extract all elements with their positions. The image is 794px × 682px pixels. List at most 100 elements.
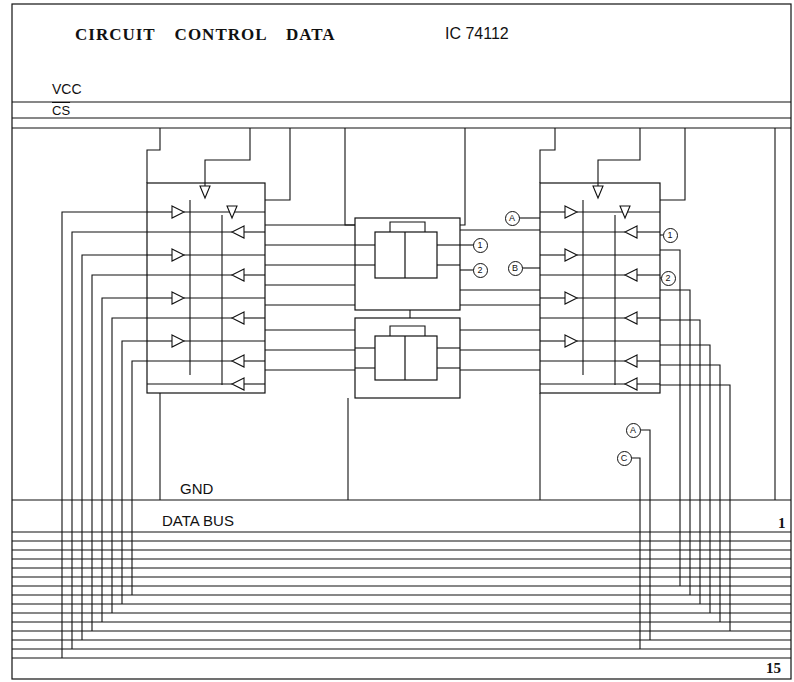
buffer-symbols: [232, 378, 244, 390]
internal-wires: [355, 244, 375, 245]
signal-name: GND: [180, 481, 213, 496]
signal-wires: [521, 267, 540, 268]
signal-wires: [62, 212, 730, 658]
ground-and-bus: [12, 576, 791, 577]
signal-wires: [122, 341, 147, 604]
signal-name: CS: [52, 104, 70, 117]
part-number: IC 74112: [445, 26, 509, 42]
buffer-symbols: [625, 226, 637, 238]
internal-wires: [390, 326, 425, 336]
buffer-symbols: [625, 269, 637, 281]
signal-wires: [460, 244, 474, 245]
signal-wires: [460, 369, 540, 370]
callout-number: 2: [665, 274, 670, 283]
internal-wires: [577, 211, 660, 212]
ground-and-bus: [12, 558, 791, 559]
ground-and-bus: [12, 657, 791, 658]
ground-and-bus: [12, 499, 791, 500]
buffer-symbols: [172, 186, 637, 390]
internal-wires: [637, 383, 660, 384]
internal-wires: [540, 360, 625, 361]
bus-line-number: 1: [778, 516, 786, 531]
signal-name: VCC: [52, 82, 82, 96]
ground-and-bus: [12, 531, 791, 532]
ground-and-bus: [12, 630, 791, 631]
callout-circle: B: [508, 261, 523, 276]
ic-packages: [355, 318, 460, 398]
ground-and-bus: [12, 621, 791, 622]
internal-wires: [437, 347, 460, 348]
internal-wires: [437, 264, 460, 265]
internal-wires: [540, 340, 565, 341]
bus-line-number: 15: [766, 661, 781, 676]
ground-and-bus: [12, 585, 791, 586]
buffer-symbols: [625, 355, 637, 367]
signal-wires: [265, 369, 355, 370]
signal-wires: [640, 430, 650, 640]
internal-wires: [184, 297, 265, 298]
internal-wires: [244, 360, 265, 361]
signal-wires: [265, 349, 355, 350]
callout-number: A: [630, 426, 636, 435]
frame: [12, 117, 791, 118]
internal-wires: [355, 367, 375, 368]
frame: [12, 4, 791, 679]
callout-circle: 1: [473, 238, 488, 253]
ground-and-bus: [12, 648, 791, 649]
signal-wires: [265, 244, 355, 245]
internal-wires: [577, 254, 660, 255]
buffer-symbols: [232, 355, 244, 367]
bus-name: DATA BUS: [162, 513, 234, 528]
power-wires: [460, 128, 465, 225]
buffer-symbols: [620, 206, 630, 218]
signal-wires: [460, 289, 540, 290]
signal-wires: [660, 320, 700, 604]
internal-wires: [147, 360, 232, 361]
ground-and-bus: [12, 639, 791, 640]
signal-wires: [660, 250, 680, 586]
buffer-symbols: [172, 292, 184, 304]
buffer-symbols: [625, 378, 637, 390]
callout-circle: 2: [661, 271, 676, 286]
internal-wires: [390, 222, 425, 232]
frame: [12, 127, 791, 128]
ic-packages: [355, 218, 460, 310]
signal-wires: [265, 304, 355, 305]
power-wires: [147, 128, 775, 500]
signal-wires: [82, 255, 147, 640]
signal-wires: [265, 284, 355, 285]
internal-wires: [244, 383, 265, 384]
internal-wires: [244, 317, 265, 318]
internal-wires: [637, 360, 660, 361]
buffer-symbols: [172, 335, 184, 347]
ground-and-bus: [12, 540, 791, 541]
callout-circle: C: [617, 451, 632, 466]
signal-wires: [62, 212, 147, 658]
internal-wires: [147, 274, 232, 275]
signal-wires: [660, 385, 730, 631]
frame: [12, 101, 791, 102]
internal-wires: [437, 244, 460, 245]
internal-wires: [437, 367, 460, 368]
power-wires: [265, 128, 290, 200]
signal-wires: [72, 232, 147, 649]
buffer-symbols: [200, 186, 210, 198]
callout-circle: 1: [663, 228, 678, 243]
power-wires: [774, 128, 775, 500]
buffer-symbols: [625, 312, 637, 324]
internal-wires: [577, 340, 660, 341]
internal-wires: [540, 317, 625, 318]
callout-number: A: [509, 214, 515, 223]
internal-wires: [540, 254, 565, 255]
ic-packages: [404, 336, 405, 380]
callout-circle: 2: [473, 263, 488, 278]
ic-packages: [147, 183, 660, 398]
buffer-symbols: [565, 249, 577, 261]
internal-wires: [637, 317, 660, 318]
internal-wires: [614, 215, 615, 385]
internal-wires: [637, 274, 660, 275]
frame: [12, 4, 791, 679]
internal-wires: [189, 200, 190, 375]
callout-circle: A: [626, 423, 641, 438]
power-wires: [347, 398, 348, 500]
